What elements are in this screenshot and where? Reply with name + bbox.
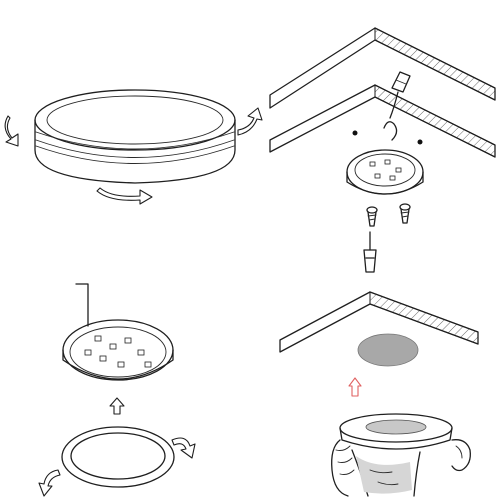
light-fixture-side-view bbox=[34, 89, 236, 184]
ceiling-slab bbox=[279, 291, 479, 353]
mounting-base bbox=[346, 149, 424, 195]
up-arrow-icon bbox=[109, 397, 125, 415]
screw-icon bbox=[399, 203, 411, 224]
hand-icon bbox=[331, 413, 471, 497]
ceiling-slab-upper bbox=[269, 27, 496, 109]
adhesive-pad bbox=[357, 333, 419, 367]
rotation-arrow-icon bbox=[38, 469, 61, 497]
up-arrow-icon bbox=[348, 377, 362, 397]
rotation-arrow-icon bbox=[171, 437, 196, 459]
ceiling-edge bbox=[75, 283, 89, 327]
cover-ring bbox=[61, 426, 175, 488]
panel-4-adhesive-mount bbox=[279, 291, 479, 497]
ceiling-slab-lower bbox=[269, 84, 496, 158]
screwdriver-icon bbox=[363, 231, 377, 273]
screw-icon bbox=[366, 206, 378, 227]
rotation-arrow-icon bbox=[4, 115, 19, 147]
drill-hole bbox=[352, 130, 358, 136]
fixture-body bbox=[62, 319, 174, 381]
drill-hole bbox=[417, 139, 423, 145]
wire-connector-icon bbox=[389, 71, 411, 119]
panel-2-screw-mount bbox=[269, 27, 496, 273]
panel-1-rotate-cover bbox=[4, 89, 263, 205]
rotation-arrow-icon bbox=[237, 107, 263, 136]
wire bbox=[383, 121, 398, 141]
panel-3-reattach-cover bbox=[38, 283, 196, 497]
rotation-arrow-icon bbox=[96, 187, 153, 205]
